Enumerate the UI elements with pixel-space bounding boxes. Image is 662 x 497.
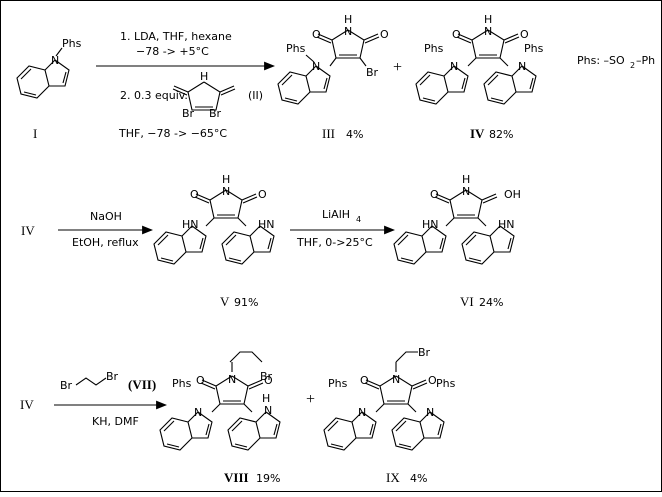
compound-label-IV-row3: IV	[20, 397, 34, 412]
svg-text:Phs: Phs	[286, 42, 306, 55]
plus-sign-2: +	[306, 391, 315, 408]
svg-text:H: H	[200, 70, 208, 83]
compound-VIII-structure: Br N O O N Phs H N	[159, 351, 281, 451]
svg-text:N: N	[484, 25, 492, 38]
reagent-r4-bottom: KH, DMF	[92, 415, 139, 428]
svg-text:H: H	[344, 13, 352, 26]
svg-text:Br: Br	[209, 107, 222, 120]
svg-text:N: N	[392, 373, 400, 386]
svg-text:Br: Br	[106, 370, 119, 383]
svg-text:H: H	[462, 173, 470, 186]
reagent-r1-step1: 1. LDA, THF, hexane	[120, 30, 232, 43]
reagent-r3-bottom: THF, 0->25°C	[296, 236, 373, 249]
atom-label: N	[51, 54, 59, 67]
plus-sign: +	[393, 59, 402, 76]
svg-text:HN: HN	[498, 218, 515, 231]
compound-II-structure: H Br Br	[172, 70, 236, 120]
svg-text:O: O	[258, 188, 267, 201]
svg-text:O: O	[360, 374, 369, 387]
svg-text:Phs: Phs	[328, 377, 348, 390]
compound-label-IX: IX	[386, 470, 400, 485]
svg-text:Phs: Phs	[436, 377, 456, 390]
svg-text:HN: HN	[182, 218, 199, 231]
compound-label-VI: VI	[460, 294, 474, 309]
yield-III: 4%	[346, 128, 363, 141]
yield-IX: 4%	[410, 472, 427, 485]
reagent-r2-top: NaOH	[90, 210, 122, 223]
svg-text:O: O	[380, 28, 389, 41]
svg-text:Br: Br	[182, 107, 195, 120]
svg-text:O: O	[452, 28, 461, 41]
svg-text:N: N	[518, 60, 526, 73]
svg-text:O: O	[520, 28, 529, 41]
yield-VI: 24%	[479, 296, 503, 309]
svg-text:Phs: Phs	[524, 42, 544, 55]
svg-text:–Ph: –Ph	[636, 54, 655, 67]
svg-text:Phs: –SO: Phs: –SO	[577, 54, 625, 67]
reagent-r1-step2: 2. 0.3 equiv.	[120, 89, 188, 102]
phs-definition: Phs: –SO 2 –Ph	[577, 54, 655, 70]
svg-text:HN: HN	[422, 218, 439, 231]
svg-text:N: N	[228, 373, 236, 386]
compound-V-structure: H N O O HN HN	[153, 173, 275, 265]
reagent-r3-top: LiAlH 4	[322, 208, 361, 224]
compound-VII-structure: Br Br	[60, 370, 119, 392]
svg-text:Br: Br	[260, 370, 273, 383]
yield-V: 91%	[234, 296, 258, 309]
svg-text:O: O	[312, 28, 321, 41]
compound-label-V: V	[220, 294, 230, 309]
reagent-II-id: (II)	[248, 89, 263, 102]
reagent-VII-id: (VII)	[128, 377, 156, 392]
svg-text:4: 4	[356, 215, 361, 224]
compound-label-I: I	[33, 126, 37, 141]
svg-text:Br: Br	[60, 379, 73, 392]
compound-IV-structure: H N O O N Phs N Phs	[415, 13, 544, 105]
svg-text:N: N	[426, 406, 434, 419]
svg-text:N: N	[344, 25, 352, 38]
reagent-r1-step2-conditions: THF, −78 -> −65°C	[118, 127, 227, 140]
svg-text:LiAlH: LiAlH	[322, 208, 350, 221]
svg-text:Phs: Phs	[172, 377, 192, 390]
svg-text:N: N	[264, 404, 272, 417]
compound-label-III: III	[322, 126, 335, 141]
svg-text:N: N	[312, 60, 320, 73]
compound-I-structure: Phs N	[16, 37, 82, 99]
svg-text:O: O	[264, 374, 273, 387]
svg-text:N: N	[450, 60, 458, 73]
svg-text:O: O	[190, 188, 199, 201]
reagent-r2-bottom: EtOH, reflux	[72, 236, 139, 249]
compound-IX-structure: Br N O O N Phs N Phs	[323, 346, 456, 451]
yield-VIII: 19%	[256, 472, 280, 485]
svg-text:N: N	[358, 406, 366, 419]
svg-text:O: O	[428, 374, 437, 387]
svg-text:Br: Br	[418, 346, 431, 359]
svg-text:N: N	[462, 185, 470, 198]
svg-text:Br: Br	[366, 66, 379, 79]
svg-text:O: O	[430, 188, 439, 201]
reagent-r1-conditions: −78 -> +5°C	[136, 45, 209, 58]
svg-text:H: H	[262, 392, 270, 405]
svg-text:N: N	[222, 185, 230, 198]
svg-text:O: O	[196, 374, 205, 387]
compound-label-IV-row2: IV	[21, 223, 35, 238]
svg-text:H: H	[484, 13, 492, 26]
svg-text:Phs: Phs	[424, 42, 444, 55]
svg-text:HN: HN	[258, 218, 275, 231]
compound-label-IV: IV	[470, 126, 485, 141]
compound-III-structure: H N O O Br N Phs	[277, 13, 389, 105]
atom-label: Phs	[62, 37, 82, 50]
compound-VI-structure: H N O OH HN HN	[393, 173, 521, 265]
svg-text:2: 2	[630, 61, 635, 70]
svg-text:H: H	[222, 173, 230, 186]
svg-text:OH: OH	[504, 188, 521, 201]
yield-IV: 82%	[489, 128, 513, 141]
compound-label-VIII: VIII	[224, 470, 249, 485]
svg-text:N: N	[194, 406, 202, 419]
